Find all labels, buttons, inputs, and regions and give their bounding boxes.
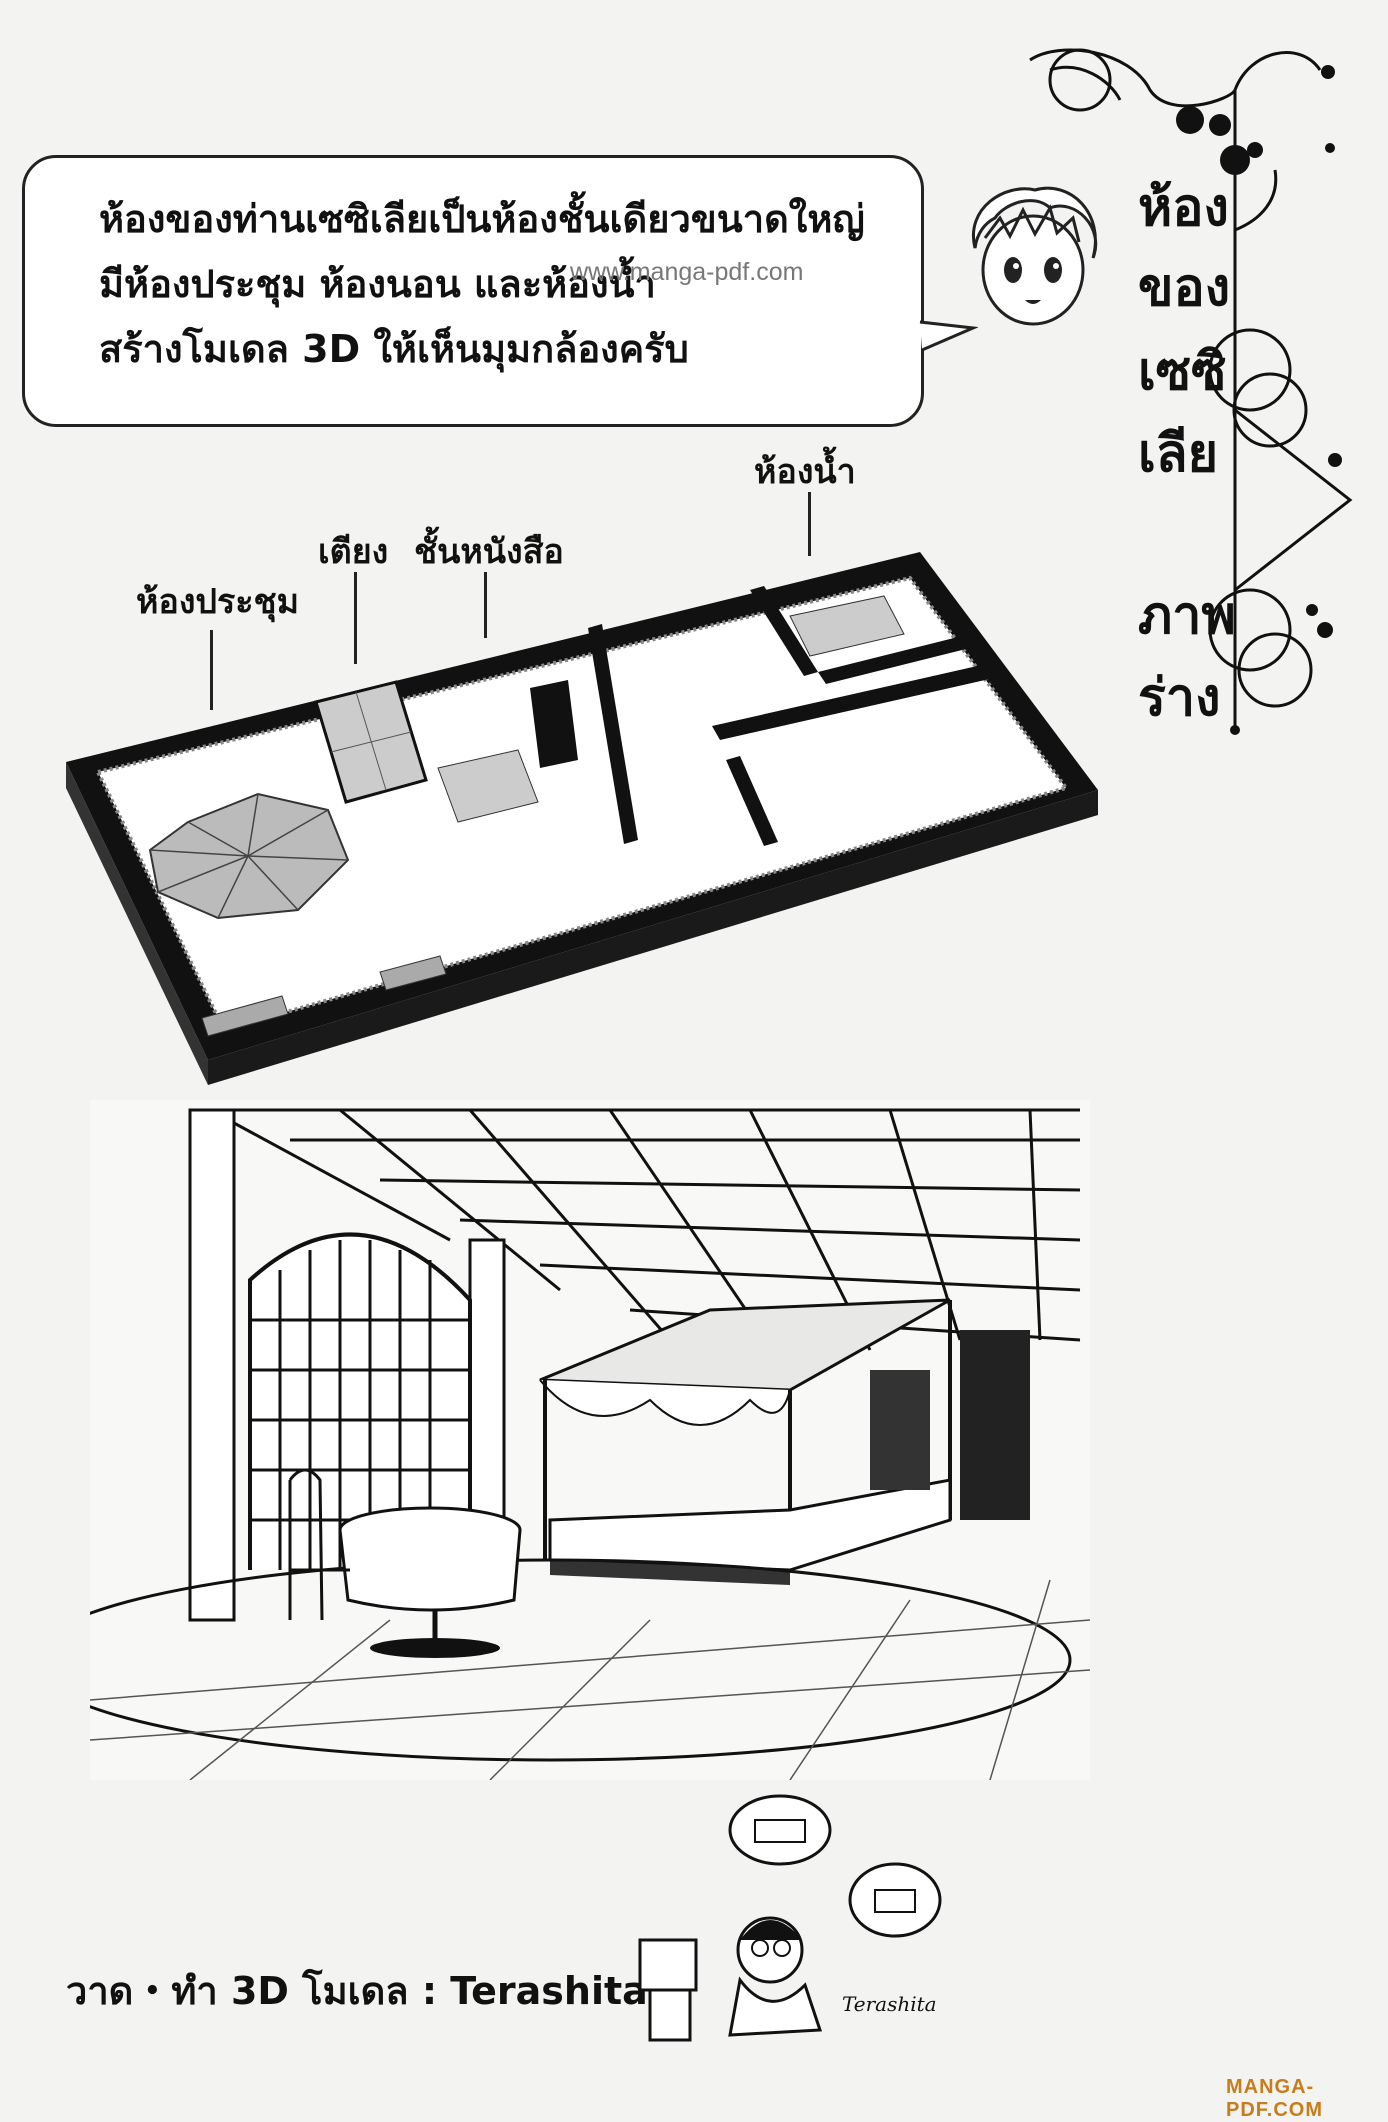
side-title-1: ห้อง xyxy=(1138,178,1229,238)
side-title-3: เซซิ xyxy=(1138,342,1227,402)
artist-signature: Terashita xyxy=(842,1992,937,2016)
side-title-6: ร่าง xyxy=(1138,668,1221,728)
artist-at-computer-icon xyxy=(638,1794,942,2042)
bubble-line-3: สร้างโมเดล 3D ให้เห็นมุมกล้องครับ xyxy=(99,327,689,371)
bedroom-illustration xyxy=(90,1100,1090,1780)
site-watermark: MANGA-PDF.COM xyxy=(1226,2076,1323,2121)
label-meeting-room: ห้องประชุม xyxy=(136,582,300,622)
bubble-line-1: ห้องของท่านเซซิเลียเป็นห้องชั้นเดียวขนาด… xyxy=(99,197,865,241)
watermark: www.manga-pdf.com xyxy=(570,258,804,286)
bubble-tail-icon xyxy=(919,320,978,352)
leader-bookshelf xyxy=(484,572,487,638)
label-bookshelf: ชั้นหนังสือ xyxy=(414,532,564,572)
bubble-line-2: มีห้องประชุม ห้องนอน และห้องน้ำ xyxy=(99,262,656,306)
ornament-icon xyxy=(1029,48,1353,735)
floorplan-3d-model xyxy=(66,552,1098,1085)
label-bed: เตียง xyxy=(318,532,389,572)
side-title-2: ของ xyxy=(1138,258,1231,318)
speech-bubble: ห้องของท่านเซซิเลียเป็นห้องชั้นเดียวขนาด… xyxy=(22,155,924,427)
artist-credit: วาด・ทำ 3D โมเดล : Terashita xyxy=(66,1969,648,2013)
leader-meeting-room xyxy=(210,630,213,710)
side-title-4: เลีย xyxy=(1138,424,1219,484)
leader-bathroom xyxy=(808,492,811,556)
boy-face-icon xyxy=(971,186,1098,326)
label-bathroom: ห้องน้ำ xyxy=(754,452,856,492)
leader-bed xyxy=(354,572,357,664)
side-title-5: ภาพ xyxy=(1138,586,1236,646)
